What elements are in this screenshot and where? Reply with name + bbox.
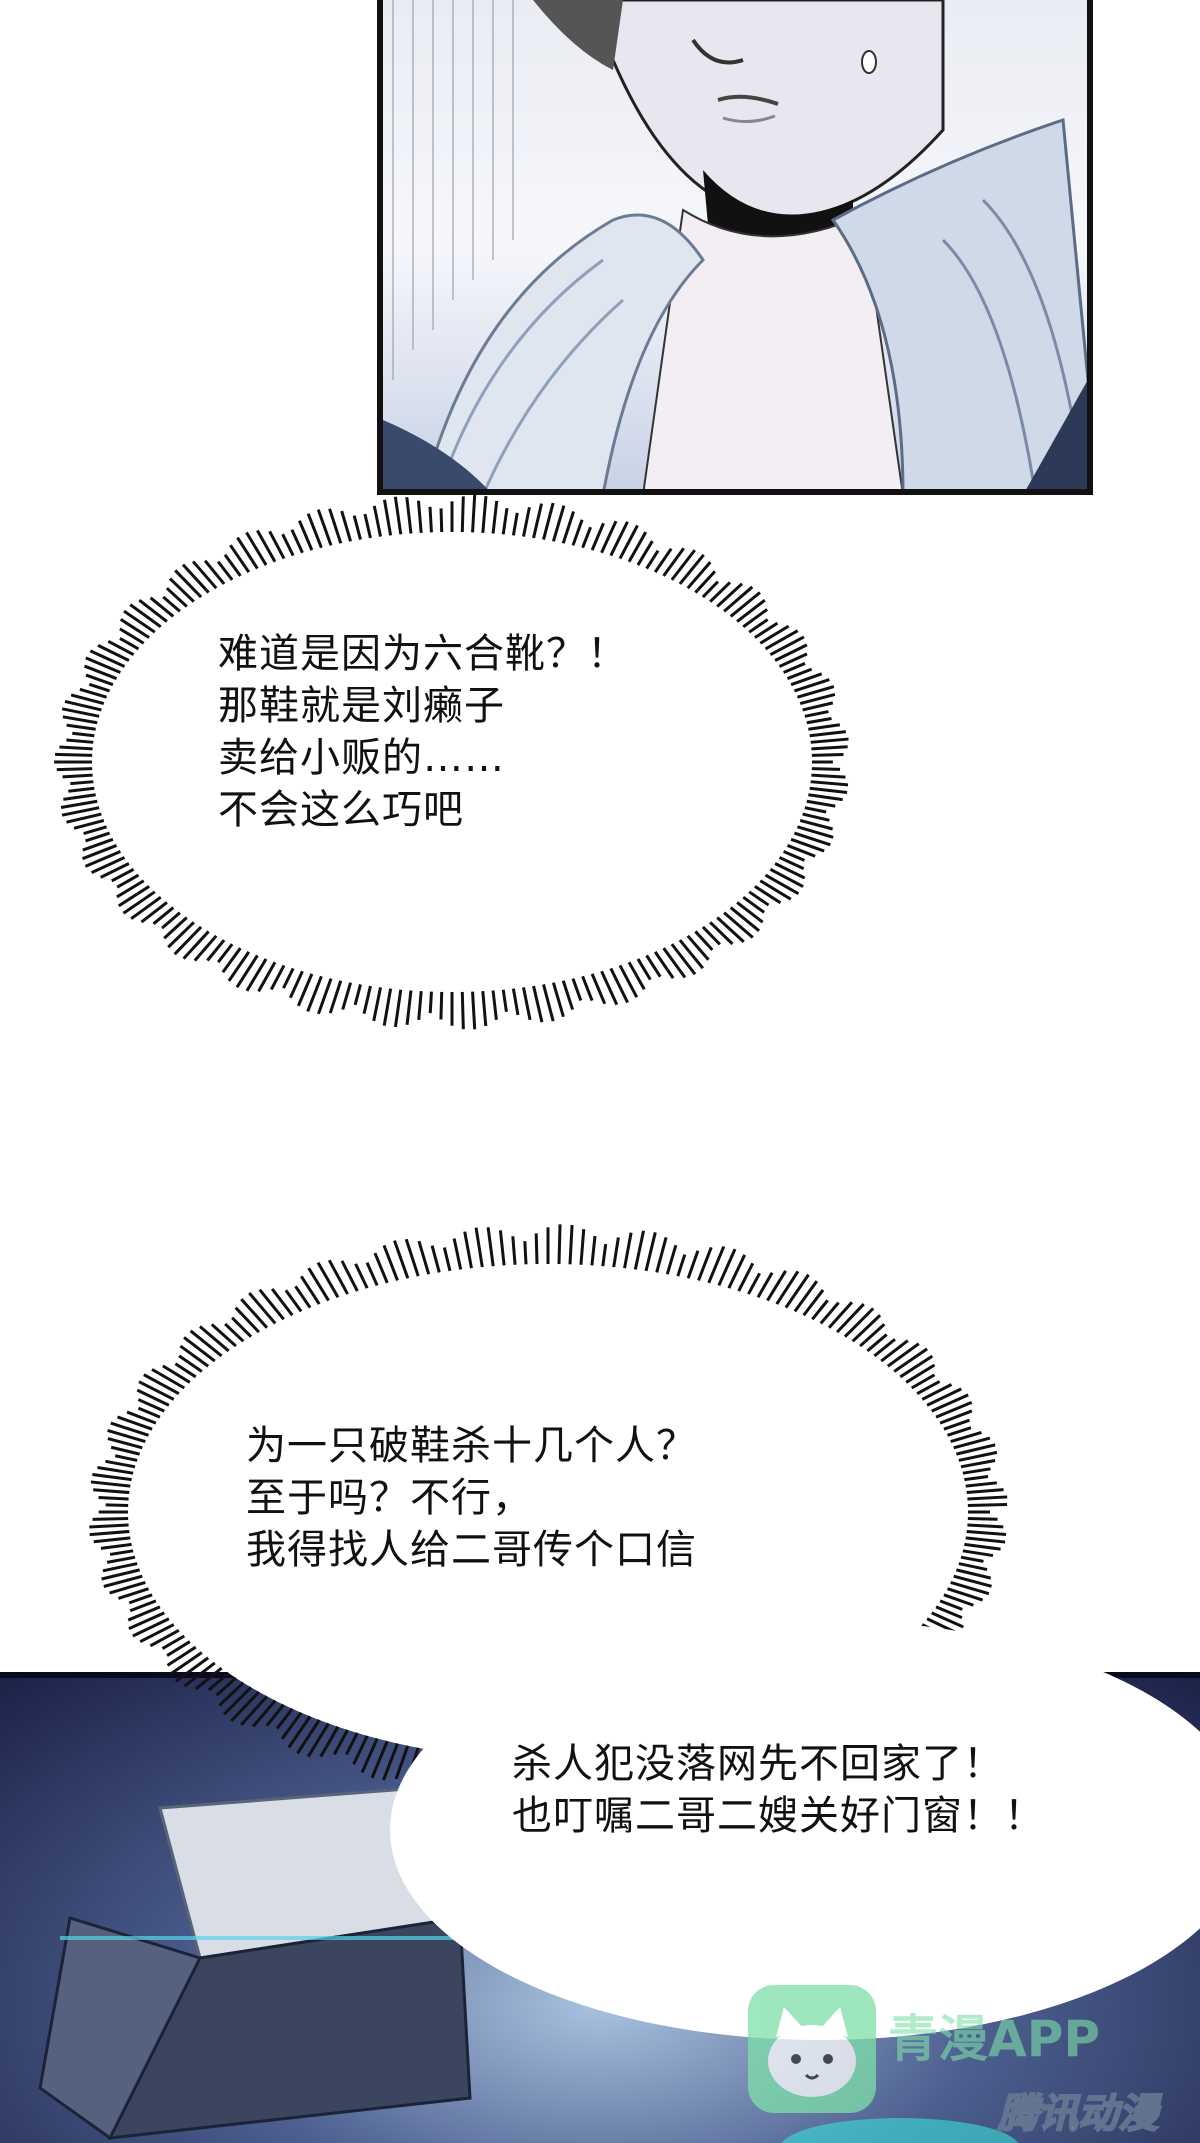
speech-bubble-2-text: 为一只破鞋杀十几个人？ 至于吗？不行， 我得找人给二哥传个口信	[246, 1420, 697, 1576]
character-illustration	[383, 0, 1087, 489]
watermark: 青漫APP 腾讯动漫	[748, 1985, 1188, 2138]
bubble-3-line: 杀人犯没落网先不回家了！	[512, 1741, 1004, 1787]
speech-bubble-1-text: 难道是因为六合靴？！ 那鞋就是刘癞子 卖给小贩的…… 不会这么巧吧	[218, 628, 628, 836]
speech-bubble-1	[54, 494, 849, 1030]
bubble-3-line: 也叮嘱二哥二嫂关好门窗！！	[512, 1793, 1045, 1839]
speech-bubble-3	[390, 1620, 1200, 2040]
top-comic-panel	[377, 0, 1093, 495]
speech-bubble-3-text: 杀人犯没落网先不回家了！ 也叮嘱二哥二嫂关好门窗！！	[512, 1738, 1045, 1842]
bubble-1-line: 难道是因为六合靴？！	[218, 631, 628, 677]
watermark-publisher-text: 腾讯动漫	[997, 2090, 1159, 2138]
bubble-2-line: 至于吗？不行，	[246, 1475, 533, 1521]
bubble-2-line: 为一只破鞋杀十几个人？	[246, 1423, 697, 1469]
bubble-1-line: 那鞋就是刘癞子	[218, 683, 505, 729]
bubble-1-line: 不会这么巧吧	[218, 787, 464, 833]
watermark-cat-logo-icon	[748, 1985, 876, 2113]
scene-illustration	[38, 1786, 1019, 2143]
bubble-2-line: 我得找人给二哥传个口信	[246, 1527, 697, 1573]
watermark-brand-text: 青漫APP	[888, 2010, 1100, 2068]
bubble-1-line: 卖给小贩的……	[218, 735, 505, 781]
